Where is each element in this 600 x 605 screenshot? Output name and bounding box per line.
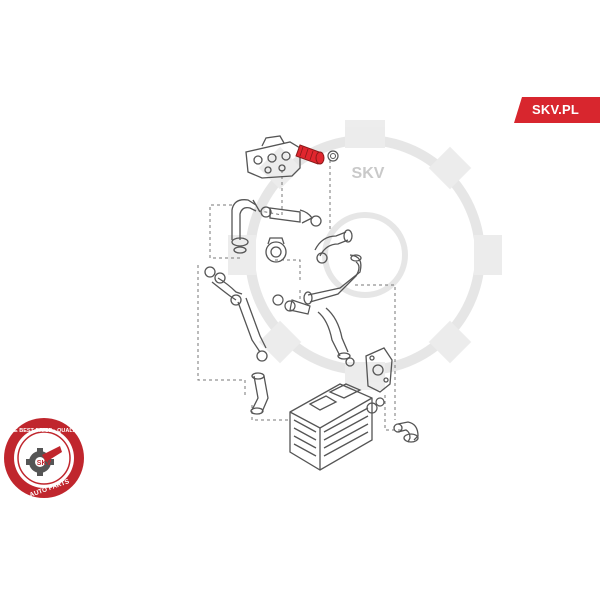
seal-gear-icon: [26, 448, 54, 476]
highlighted-hose: [295, 144, 325, 165]
hose-middle: [260, 206, 322, 227]
brand-tag-shape: [514, 97, 600, 123]
outlet-elbow: [393, 421, 419, 443]
clamp-set-right: [366, 397, 385, 414]
intake-pipe-left: [231, 199, 261, 254]
watermark-gear-icon: [228, 120, 502, 390]
seal-center-text: SKV: [37, 460, 52, 467]
intercooler: [289, 383, 373, 471]
intercooler-inlet-pipe: [250, 372, 269, 415]
dashed-leader-lines: [197, 160, 402, 431]
pressure-valve: [265, 237, 287, 263]
quality-seal: [4, 418, 84, 498]
watermark-label: SKV: [352, 165, 385, 182]
manifold-flange: [245, 135, 301, 179]
mounting-bracket: [365, 347, 393, 393]
brand-tag: SKV.PL: [514, 97, 600, 123]
clamp-set-middle: [272, 294, 311, 315]
clamp-top: [327, 150, 339, 162]
charge-pipe-right: [303, 254, 362, 305]
seal-top-text: THE BEST PRICE · QUALITY: [7, 428, 82, 434]
intercooler-feed-pipe: [317, 307, 355, 367]
hose-left-lower: [204, 266, 268, 362]
brand-site-label: SKV.PL: [532, 102, 579, 117]
charge-pipe-s: [314, 229, 353, 264]
